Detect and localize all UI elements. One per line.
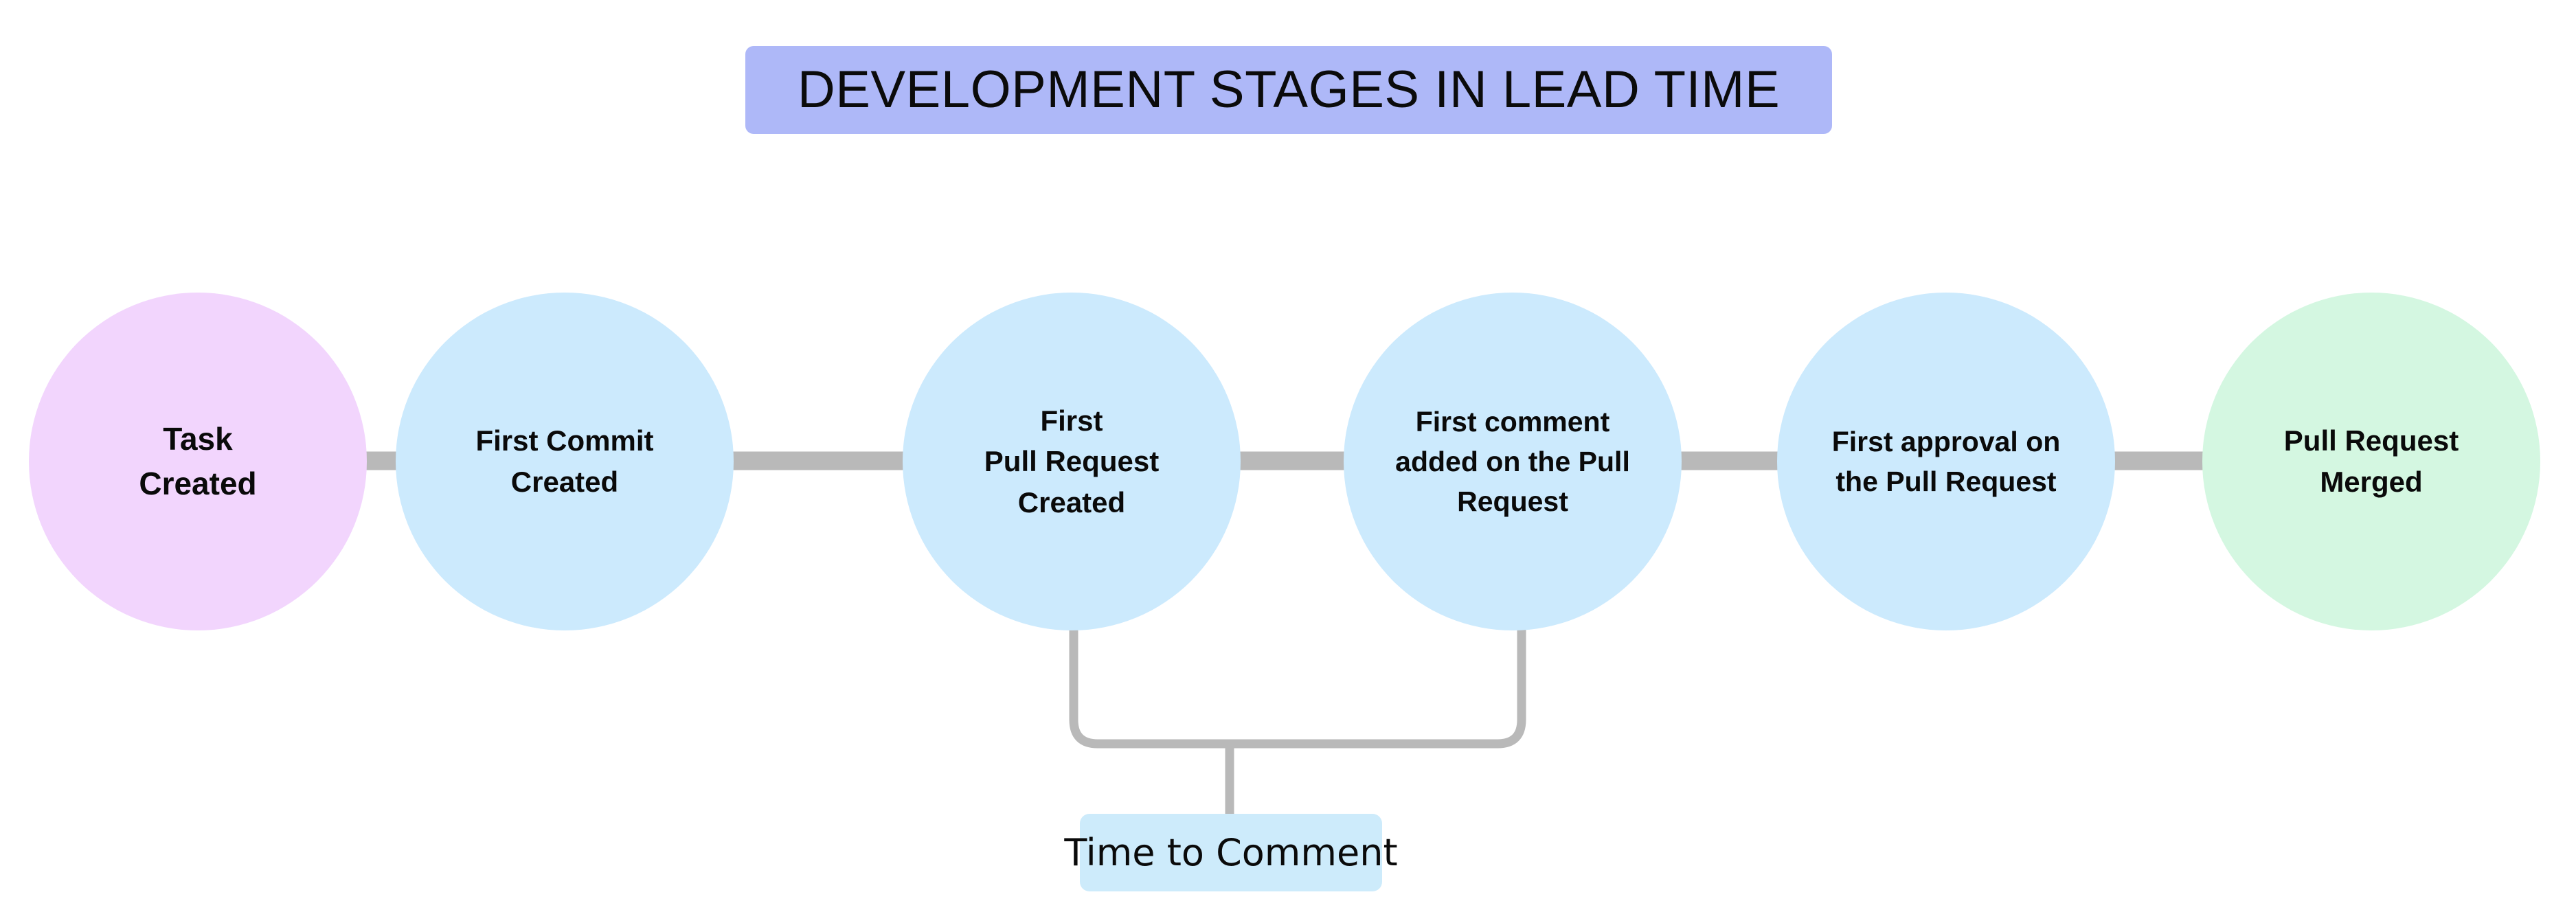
node-first-comment-added-label: First comment added on the Pull Request <box>1395 405 1630 518</box>
node-first-approval-label: First approval on the Pull Request <box>1831 425 2061 497</box>
page-title: DEVELOPMENT STAGES IN LEAD TIME <box>797 60 1781 119</box>
node-pull-request-merged[interactable]: Pull Request Merged <box>2202 293 2540 630</box>
node-first-pull-request-created[interactable]: First Pull Request Created <box>903 293 1241 630</box>
page-title-banner: DEVELOPMENT STAGES IN LEAD TIME <box>745 46 1832 134</box>
node-first-commit-created[interactable]: First Commit Created <box>396 293 734 630</box>
node-pull-request-merged-label: Pull Request Merged <box>2283 424 2459 498</box>
annotation-time-to-comment[interactable]: Time to Comment <box>1064 814 1398 891</box>
node-task-created[interactable]: Task Created <box>29 293 367 630</box>
node-first-pull-request-created-label: First Pull Request Created <box>984 404 1160 519</box>
node-first-comment-added[interactable]: First comment added on the Pull Request <box>1344 293 1682 630</box>
node-first-commit-created-label: First Commit Created <box>475 424 654 498</box>
annotation-bracket <box>1069 624 1526 749</box>
node-task-created-label: Task Created <box>139 420 257 501</box>
annotation-time-to-comment-label: Time to Comment <box>1064 830 1398 874</box>
node-first-approval[interactable]: First approval on the Pull Request <box>1777 293 2115 630</box>
